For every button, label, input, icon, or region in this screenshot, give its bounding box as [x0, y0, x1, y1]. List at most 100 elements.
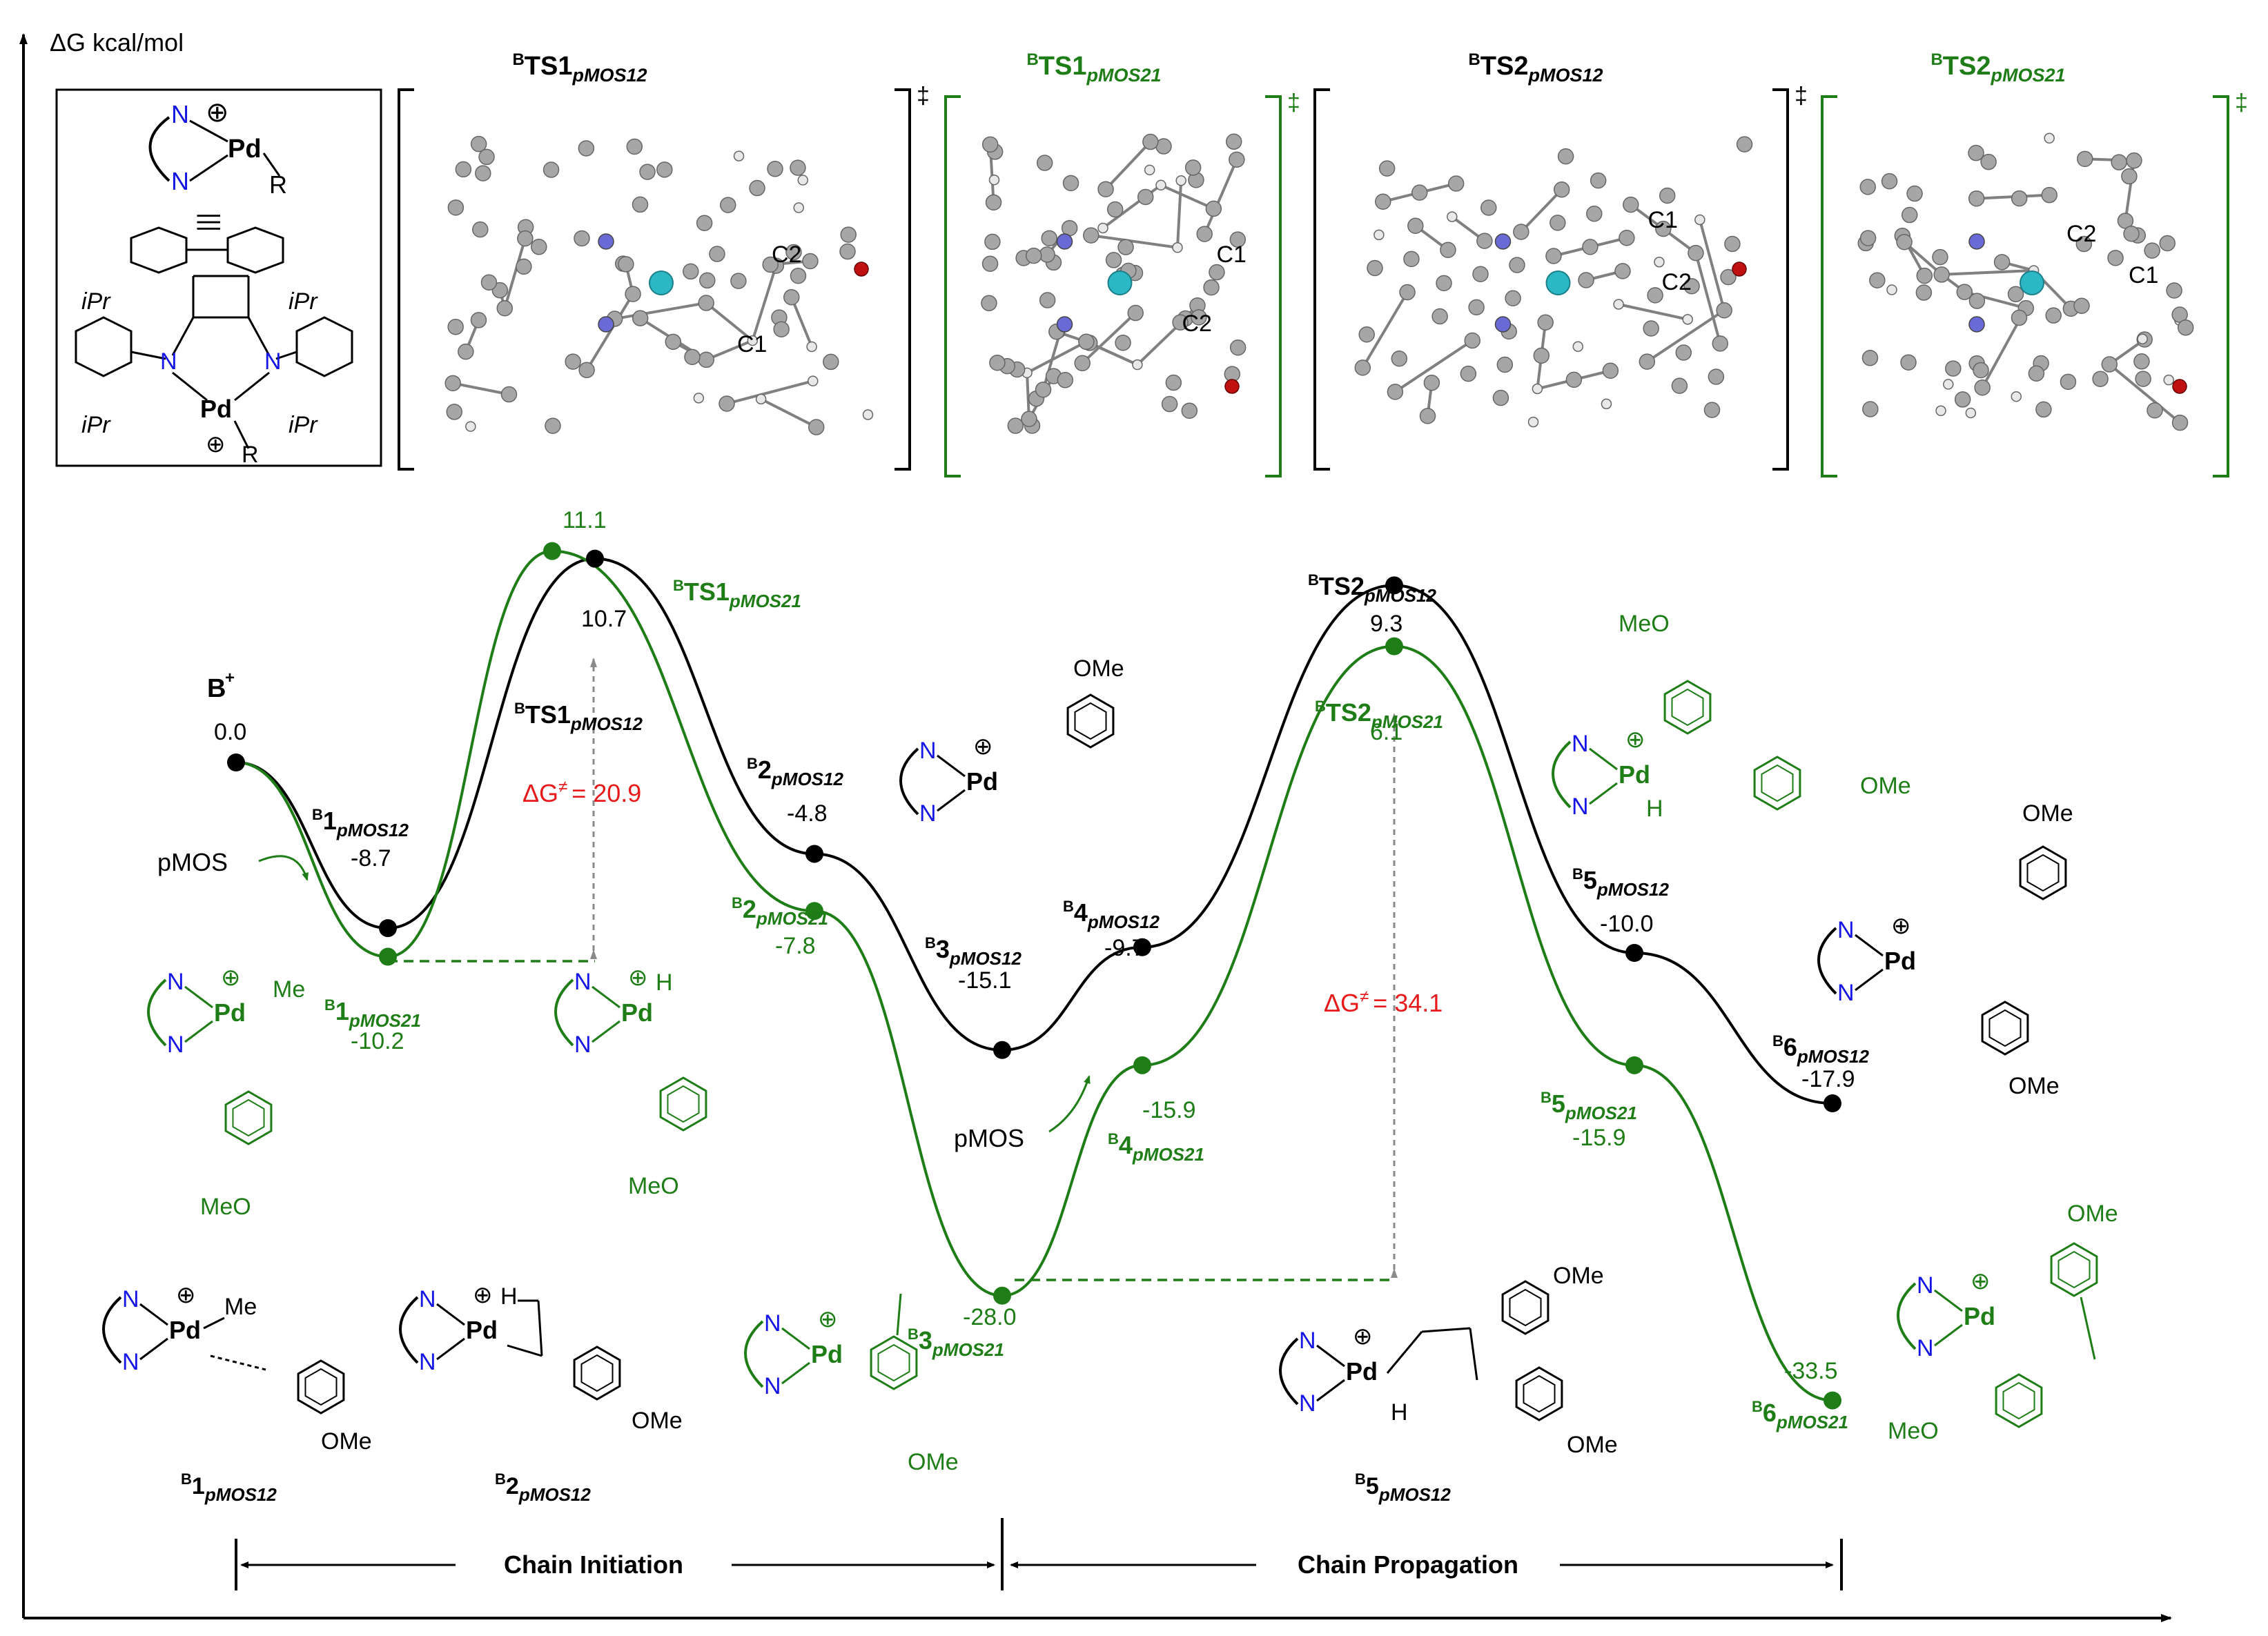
ts-dagger-2: ‡: [1287, 90, 1300, 116]
ts-dagger-1: ‡: [917, 83, 930, 109]
barrier-2: ΔG≠= 34.1: [1324, 987, 1443, 1017]
ome-label-b6b: OMe: [2008, 1073, 2060, 1099]
val-B2pMOS21: -7.8: [775, 933, 816, 959]
complex-plus-B2pMOS21: ⊕: [628, 965, 648, 991]
point-black-B+: [227, 753, 245, 771]
point-green-B3pMOS21: [993, 1286, 1011, 1305]
complex-Pd-B1pMOS12: Pd: [169, 1316, 201, 1344]
ts-dagger-3: ‡: [1795, 83, 1808, 109]
species-structures: NNPd⊕MeOMeNNPd⊕HOMeNNPd⊕OMeNNPd⊕HOMeOMeN…: [102, 611, 2118, 1475]
species-label-2-pMOS21: B2pMOS21: [732, 894, 828, 929]
point-black-BTS2pMOS12: [1385, 576, 1403, 595]
species-label-3-pMOS12: B3pMOS12: [925, 934, 1021, 969]
me-label-b1g: Me: [273, 976, 305, 1003]
ts-title-2: BTS1pMOS21: [1026, 50, 1161, 86]
ts-c2-label-4: C2: [2066, 221, 2096, 247]
legend-iPr-1: iPr: [81, 288, 111, 315]
structure-caption-2: B2pMOS12: [495, 1470, 591, 1505]
complex-N-top-B3pMOS21: N: [764, 1310, 781, 1337]
ts-title-4: BTS2pMOS21: [1930, 50, 2065, 86]
complex-N-bot-B6pMOS12: N: [1837, 980, 1855, 1006]
val-B4pMOS21: -15.9: [1142, 1097, 1196, 1123]
meo-label-b6g: MeO: [1888, 1418, 1939, 1444]
meo-label-b1g: MeO: [200, 1194, 251, 1220]
val-B6pMOS12: -17.9: [1801, 1066, 1855, 1092]
species-labels: B1pMOS12B1pMOS21BTS1pMOS12BTS1pMOS21B2pM…: [181, 571, 1869, 1505]
ts-title-3: BTS2pMOS12: [1468, 50, 1603, 86]
phase-bar: Chain Initiation Chain Propagation: [235, 1518, 1843, 1590]
species-label-5-pMOS21: B5pMOS21: [1541, 1089, 1637, 1123]
complex-N-bot-B1pMOS12: N: [122, 1349, 139, 1375]
ts-dagger-4: ‡: [2235, 90, 2248, 116]
point-black-B6pMOS12: [1824, 1094, 1841, 1113]
complex-Pd-B6pMOS12: Pd: [1884, 947, 1916, 975]
val-BTS1pMOS12: 10.7: [581, 606, 627, 632]
legend-R-bottom: R: [242, 442, 259, 468]
h-label-b2: H: [500, 1283, 518, 1310]
ome-label-b3: OMe: [1073, 656, 1124, 682]
ts-molecule-1: C1 C2: [444, 135, 874, 435]
barrier-1: ΔG≠= 20.9: [522, 778, 641, 807]
val-B6pMOS21: -33.5: [1784, 1358, 1838, 1384]
legend-iPr-2: iPr: [289, 288, 318, 315]
complex-plus-B1pMOS12: ⊕: [176, 1282, 196, 1308]
complex-N-bot-B5pMOS12: N: [1299, 1390, 1316, 1417]
val-B1pMOS21: -10.2: [351, 1028, 404, 1054]
ome-label-b6a: OMe: [2022, 800, 2073, 827]
point-green-B1pMOS21: [379, 947, 397, 966]
complex-plus-B5pMOS21: ⊕: [1625, 727, 1645, 753]
legend-N-bottom: N: [171, 167, 189, 195]
species-label-1-pMOS21: B1pMOS21: [324, 996, 421, 1031]
val-B5pMOS12: -10.0: [1600, 911, 1654, 937]
axes: ΔG kcal/mol: [19, 28, 2172, 1622]
val-B2pMOS12: -4.8: [787, 800, 828, 827]
complex-N-top-B5pMOS21: N: [1572, 731, 1589, 757]
species-label-3-pMOS21: B3pMOS21: [908, 1325, 1004, 1360]
val-B1pMOS12: -8.7: [351, 845, 391, 871]
ome-label-b5b: OMe: [1567, 1432, 1618, 1458]
point-green-B2pMOS21: [805, 902, 823, 920]
complex-Pd-B2pMOS12: Pd: [466, 1316, 498, 1344]
meo-label-b2g: MeO: [628, 1173, 679, 1199]
Bplus-sup: +: [225, 669, 235, 687]
legend-N-left: N: [160, 348, 177, 375]
complex-Pd-B2pMOS21: Pd: [621, 998, 653, 1027]
complex-N-top-B1pMOS21: N: [167, 969, 184, 995]
species-label-TS1-pMOS21: BTS1pMOS21: [673, 577, 801, 611]
ome-label-b1: OMe: [321, 1428, 372, 1455]
ts-structures: ‡BTS1pMOS12C1C2‡BTS1pMOS21C1C2‡BTS2pMOS1…: [398, 50, 2248, 477]
species-label-4-pMOS21: B4pMOS21: [1108, 1130, 1204, 1165]
species-label-TS2-pMOS12: BTS2pMOS12: [1308, 571, 1436, 606]
ts-c2-label-3: C2: [1662, 269, 1692, 295]
complex-N-bot-B3pMOS12: N: [919, 800, 937, 827]
ome-label-b6g-top: OMe: [2067, 1201, 2118, 1227]
species-label-TS2-pMOS21: BTS2pMOS21: [1315, 698, 1443, 732]
ome-label-b3: OMe: [908, 1449, 959, 1475]
barrier-labels: ΔG≠= 20.9 ΔG≠= 34.1: [522, 778, 1443, 1017]
profile-points: [227, 542, 1841, 1410]
ts-title-1: BTS1pMOS12: [512, 50, 647, 86]
chain-initiation-label: Chain Initiation: [504, 1550, 683, 1579]
species-label-TS1-pMOS12: BTS1pMOS12: [514, 700, 643, 734]
me-label-b1: Me: [224, 1294, 257, 1320]
point-green-B4pMOS21: [1133, 1056, 1151, 1074]
legend-N-right: N: [264, 348, 282, 375]
ts-c1-label-1: C1: [737, 331, 767, 357]
h-label-b5: H: [1391, 1399, 1408, 1426]
complex-plus-B6pMOS12: ⊕: [1891, 913, 1911, 939]
complex-Pd-B1pMOS21: Pd: [214, 998, 246, 1027]
val-Bplus: 0.0: [214, 719, 246, 745]
ts-c2-label-1: C2: [772, 242, 801, 268]
legend-Pd: Pd: [228, 135, 262, 164]
Bplus-label: B +: [207, 669, 235, 703]
ts-c1-label-3: C1: [1648, 207, 1678, 233]
